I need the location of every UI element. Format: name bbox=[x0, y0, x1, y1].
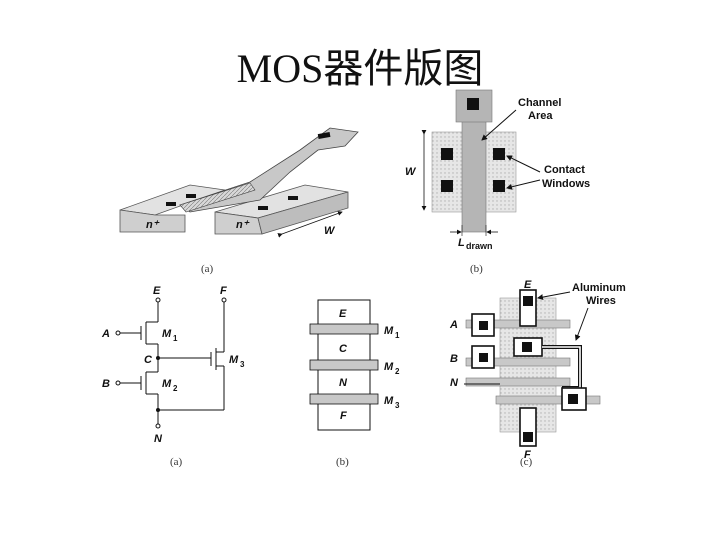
m3-label: M bbox=[384, 395, 394, 407]
poly-gate-b bbox=[465, 357, 571, 367]
n-plus-right-label: n⁺ bbox=[236, 219, 250, 231]
contact bbox=[523, 296, 533, 306]
wire-label-line2: Wires bbox=[586, 295, 616, 307]
node-e-label: E bbox=[153, 285, 161, 297]
m2-label: M bbox=[384, 361, 394, 373]
node-f-terminal bbox=[221, 297, 227, 303]
substrate-left-front bbox=[119, 209, 186, 233]
poly-gate-n bbox=[465, 377, 571, 387]
wire-pointer bbox=[574, 307, 589, 341]
junction-dot bbox=[156, 356, 160, 360]
m3-label: M bbox=[229, 354, 239, 366]
caption-top-a: (a) bbox=[201, 263, 214, 275]
caption-bot-c: (c) bbox=[520, 456, 533, 468]
contact bbox=[568, 394, 578, 404]
caption-bot-b: (b) bbox=[336, 456, 349, 468]
node-n-label: N bbox=[450, 377, 459, 389]
panel-bot-a-labels: E F A C B N M 1 M 2 M 3 (a) bbox=[101, 285, 245, 468]
m2-label: M bbox=[162, 378, 172, 390]
caption-bot-a: (a) bbox=[170, 456, 183, 468]
contact-window bbox=[441, 148, 453, 160]
junction-dot bbox=[156, 408, 160, 412]
channel-label-line2: Area bbox=[528, 110, 553, 122]
contact-window bbox=[441, 180, 453, 192]
contact-label-line2: Windows bbox=[542, 178, 590, 190]
node-e-terminal bbox=[155, 297, 161, 303]
contact bbox=[523, 432, 533, 442]
length-label-sub: drawn bbox=[466, 241, 493, 251]
panel-top-a-3d-mos: n⁺ n⁺ W (a) bbox=[119, 127, 359, 275]
contact-window bbox=[317, 131, 331, 139]
contact-pointer bbox=[506, 179, 541, 190]
node-n-label: N bbox=[154, 433, 163, 445]
length-label-main: L bbox=[458, 237, 465, 249]
contact-label-line1: Contact bbox=[544, 164, 585, 176]
slide-title: MOS器件版图 bbox=[236, 46, 484, 91]
contact-window bbox=[493, 180, 505, 192]
gate-m3 bbox=[309, 393, 379, 405]
gate-oxide bbox=[179, 182, 256, 213]
contact bbox=[522, 342, 532, 352]
width-label: W bbox=[405, 166, 417, 178]
wire-pointer bbox=[537, 291, 571, 301]
contact-window bbox=[186, 194, 196, 198]
panel-top-b-top-view: Channel Area Contact Windows W L drawn (… bbox=[405, 89, 590, 275]
channel-label-line1: Channel bbox=[518, 97, 561, 109]
region-c-label: C bbox=[339, 343, 348, 355]
contact-window bbox=[493, 148, 505, 160]
m1-label: M bbox=[384, 325, 394, 337]
panel-bot-a-schematic bbox=[115, 297, 227, 429]
contact-window bbox=[166, 202, 176, 206]
width-label: W bbox=[324, 225, 336, 237]
metal-e bbox=[519, 289, 537, 327]
wire-label-line1: Aluminum bbox=[572, 282, 626, 294]
node-a-terminal bbox=[115, 330, 121, 336]
gate-m1 bbox=[309, 323, 379, 335]
region-n-label: N bbox=[339, 377, 348, 389]
n-plus-left-label: n⁺ bbox=[146, 219, 160, 231]
node-a-label: A bbox=[449, 319, 458, 331]
m3-sub: 3 bbox=[240, 360, 245, 369]
contact bbox=[479, 321, 488, 330]
node-b-label: B bbox=[102, 378, 110, 390]
m1-label: M bbox=[162, 328, 172, 340]
node-a-label: A bbox=[101, 328, 110, 340]
node-f-label: F bbox=[220, 285, 227, 297]
contact bbox=[479, 353, 488, 362]
node-f-label: F bbox=[524, 449, 531, 461]
panel-bot-c-layout: Aluminum Wires E A B N F (c) bbox=[449, 279, 626, 468]
m2-sub: 2 bbox=[173, 384, 178, 393]
contact-window bbox=[258, 206, 268, 210]
poly-gate bbox=[461, 119, 487, 233]
node-b-label: B bbox=[450, 353, 458, 365]
poly-gate-a bbox=[465, 319, 571, 329]
node-n-terminal bbox=[155, 423, 161, 429]
region-e-label: E bbox=[339, 308, 347, 320]
channel-pointer bbox=[481, 109, 517, 141]
m1-sub: 1 bbox=[173, 334, 178, 343]
width-arrow bbox=[277, 211, 343, 238]
pad-contact bbox=[467, 98, 479, 110]
region-f-label: F bbox=[340, 410, 347, 422]
caption-top-b: (b) bbox=[470, 263, 483, 275]
node-b-terminal bbox=[115, 380, 121, 386]
node-c-label: C bbox=[144, 354, 153, 366]
m1-sub: 1 bbox=[395, 331, 400, 340]
node-e-label: E bbox=[524, 279, 532, 291]
panel-bot-b-stack: E C N F M 1 M 2 M 3 (b) bbox=[309, 299, 400, 468]
contact-pointer bbox=[506, 155, 541, 173]
m2-sub: 2 bbox=[395, 367, 400, 376]
poly-gate-m3 bbox=[495, 395, 601, 405]
gate-m2 bbox=[309, 359, 379, 371]
m3-sub: 3 bbox=[395, 401, 400, 410]
contact-window bbox=[288, 196, 298, 200]
